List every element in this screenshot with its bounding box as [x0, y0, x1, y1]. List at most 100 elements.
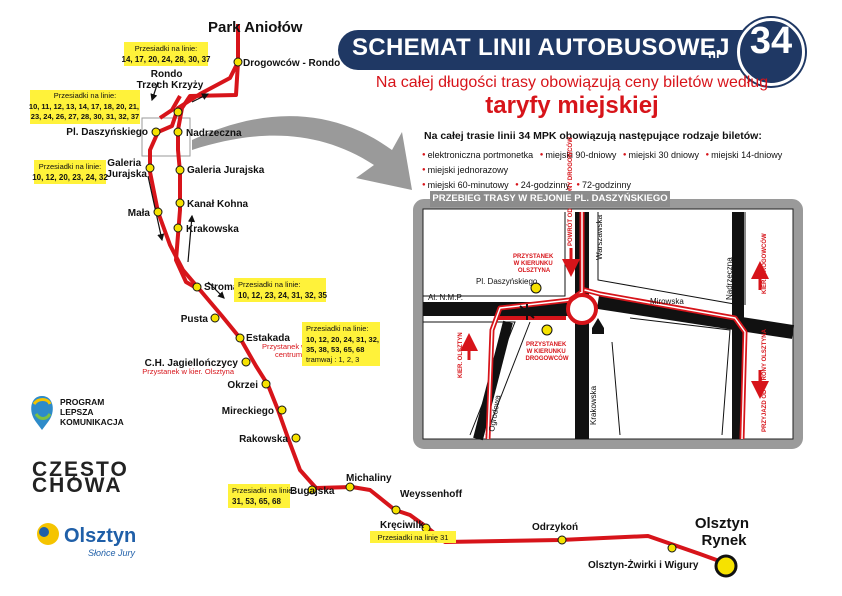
- transfer-lines: 10, 11, 12, 13, 14, 17, 18, 20, 21, 23, …: [29, 102, 141, 121]
- cross-icon: [519, 304, 535, 320]
- inset-route: [485, 212, 748, 440]
- transfer-lines-part: 35, 38, 53, 65, 68: [306, 345, 364, 354]
- inset-route-inner: [487, 289, 746, 440]
- poster-title: SCHEMAT LINII AUTOBUSOWEJ: [352, 34, 730, 61]
- stop-label: Mireckiego: [222, 406, 274, 417]
- transfer-box-bg: [30, 90, 140, 124]
- ticket-type: miejski 14-dniowy: [706, 150, 783, 160]
- transfer-tram: tramwaj : 1, 2, 3: [306, 355, 359, 364]
- stop-dot: [192, 282, 202, 292]
- transfer-lines: 14, 17, 20, 24, 28, 30, 37: [122, 55, 212, 64]
- transfer-lines-part: 23, 24, 26, 27, 28, 30, 31, 32, 37: [31, 112, 139, 121]
- ticket-type: 72-godzinny: [576, 180, 631, 190]
- ticket-type: miejski 60-minutowy: [422, 180, 509, 190]
- transfer-box-estakada: Przesiadki na linie: 10, 12, 20, 24, 31,…: [302, 322, 381, 366]
- stop-dot: [175, 165, 185, 175]
- stop-label: Galeria Jurajska: [106, 158, 147, 180]
- stop-dot: [151, 127, 161, 137]
- street-label: Krakowska: [589, 385, 598, 425]
- inset-map: Al. N.M.P. Mirowska Warszawska Nadrzeczn…: [413, 137, 803, 449]
- direction-arrow: [207, 281, 225, 299]
- inset-note-part: PRZYSTANEK: [513, 254, 554, 260]
- transfer-box-bg: [302, 322, 380, 366]
- transfer-box-bugajska: Przesiadki na linie: 31, 53, 65, 68: [228, 484, 295, 508]
- route-line-link: [158, 95, 182, 120]
- stop-label: Pl. Daszyńskiego: [66, 127, 148, 138]
- terminus-label: Olsztyn Rynek: [695, 515, 753, 549]
- zoom-area-box: [141, 117, 191, 157]
- stop-dot: [235, 333, 245, 343]
- stop-label: Nadrzeczna: [186, 128, 242, 139]
- logo-program-text: PROGRAM LEPSZA KOMUNIKACJA: [60, 397, 124, 427]
- direction-arrow: [147, 175, 165, 242]
- transfer-lines: Przesiadki na linię 31: [378, 533, 449, 542]
- line-number: 34: [749, 20, 793, 62]
- stop-label: C.H. Jagiellończycy: [145, 358, 239, 369]
- stop-label: Pusta: [181, 314, 209, 325]
- stop-label: Park Aniołów: [208, 19, 303, 36]
- transfer-box-bg: [228, 484, 290, 508]
- stop-label: Rakowska: [239, 434, 288, 445]
- stops-layer: [145, 57, 738, 578]
- inset-note: KIER. OLSZTYN: [458, 332, 464, 378]
- transfer-lines-part: 10, 12, 20, 24, 31, 32,: [306, 335, 379, 344]
- stop-label: Stroma: [204, 282, 239, 293]
- stop-note: Przystanek w kier. centrum: [262, 342, 325, 359]
- logo-czestochowa-top: CZĘSTO: [32, 458, 129, 481]
- logo-czestochowa-bottom: CHOWA: [32, 474, 123, 497]
- stop-note-part: Przystanek w kier.: [262, 342, 322, 351]
- ticket-type: 24-godzinny: [515, 180, 570, 190]
- logo-text-line: LEPSZA: [60, 407, 93, 417]
- transfer-label: Przesiadki na linie:: [238, 280, 301, 289]
- inset-note-part: OLSZTYNA: [518, 268, 551, 274]
- transfer-lines: 10, 12, 20, 24, 31, 32, 35, 38, 53, 65, …: [306, 335, 381, 354]
- tickets-heading: Na całej trasie linii 34 MPK obowiązują …: [424, 130, 762, 142]
- transfer-label: Przesiadki na linie:: [232, 486, 295, 495]
- logo-olsztyn-tagline: Słońce Jury: [88, 548, 136, 558]
- stop-label-part: Rondo: [151, 69, 183, 80]
- ticket-type: miejski 30 dniowy: [623, 150, 699, 160]
- transfer-label: Przesiadki na linie:: [135, 44, 198, 53]
- logo-swoosh: [32, 398, 52, 405]
- stop-label: Weyssenhoff: [400, 489, 463, 500]
- stop-dot: [277, 405, 287, 415]
- terminus-stop: [714, 554, 738, 578]
- direction-arrow: [191, 93, 210, 103]
- stop-label-part: Jurajska: [106, 169, 147, 180]
- stop-dot: [557, 535, 567, 545]
- inset-stop-label: Pl. Daszyńskiego: [476, 277, 538, 286]
- inset-note-part: W KIERUNKU: [527, 349, 566, 355]
- line-number-badge: [737, 18, 805, 86]
- terminus-label-part: Olsztyn: [695, 515, 749, 532]
- inset-stop-dot: [530, 282, 542, 294]
- transfer-lines: 10, 12, 23, 24, 31, 32, 35: [238, 291, 328, 300]
- tickets-list: elektroniczna portmonetka miejski 90-dni…: [422, 148, 832, 193]
- stop-note: Przystanek w kier. Olsztyna: [142, 367, 235, 376]
- transfer-lines: 31, 53, 65, 68: [232, 497, 281, 506]
- street-label: Mirowska: [650, 297, 684, 306]
- stop-label: Drogowców - Rondo: [243, 58, 340, 69]
- stop-dot: [173, 127, 183, 137]
- street-label: Al. N.M.P.: [428, 293, 463, 302]
- logo-text-line: KOMUNIKACJA: [60, 417, 124, 427]
- stop-label: Odrzykoń: [532, 522, 578, 533]
- transfer-lines-part: 10, 11, 12, 13, 14, 17, 18, 20, 21,: [29, 102, 139, 111]
- stop-label: Kręciwilk: [380, 520, 424, 531]
- stop-dot: [667, 543, 677, 553]
- stop-dot: [233, 57, 243, 67]
- transfer-box-rondo: Przesiadki na linie: 14, 17, 20, 24, 28,…: [122, 42, 212, 66]
- transfer-label: Przesiadki na linie:: [54, 91, 117, 100]
- inset-note-part: PRZYSTANEK: [526, 342, 567, 348]
- stop-label: Mała: [128, 208, 151, 219]
- stop-label: Galeria Jurajska: [187, 165, 265, 176]
- location-pin-icon: [31, 396, 53, 430]
- inset-note: PRZYSTANEK W KIERUNKU OLSZTYNA: [513, 254, 555, 274]
- stop-label: Michaliny: [346, 473, 392, 484]
- stop-label-part: Trzech Krzyży: [137, 80, 204, 91]
- fare-note: Na całej długości trasy obowiązują ceny …: [375, 74, 769, 91]
- inset-note-part: DROGOWCÓW: [526, 354, 569, 362]
- stop-label: Bugajska: [290, 486, 335, 497]
- logo-olsztyn-text: Olsztyn: [64, 525, 136, 547]
- road-mirowska: [596, 295, 795, 339]
